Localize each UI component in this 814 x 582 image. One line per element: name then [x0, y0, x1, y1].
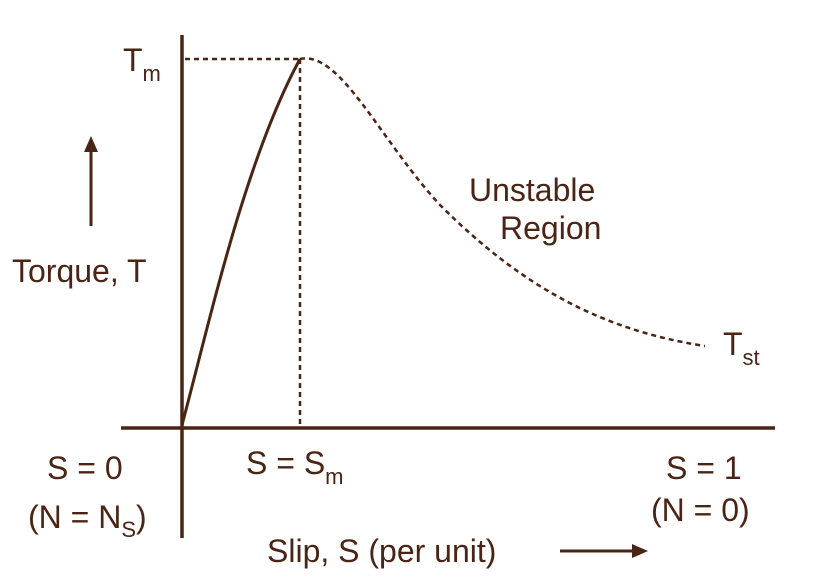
slip-max-main: S = S	[246, 445, 325, 481]
stable-curve-segment	[180, 58, 302, 426]
region-label-line1: Unstable	[469, 172, 595, 208]
slip-one-label: S = 1	[666, 450, 742, 486]
arrow-right-icon	[560, 544, 648, 558]
y-axis-label: Torque, T	[12, 253, 147, 289]
arrow-up-icon	[84, 136, 98, 226]
tstart-label: Tst	[723, 326, 760, 370]
unstable-curve-segment	[299, 57, 706, 348]
sync-speed-main: (N = N	[28, 499, 121, 535]
x-axis-label: Slip, S (per unit)	[267, 533, 496, 569]
tmax-label-sub: m	[143, 61, 161, 86]
sync-speed-end: )	[136, 499, 147, 535]
slip-zero-label: S = 0	[47, 450, 123, 486]
tmax-label-main: T	[123, 42, 143, 78]
tstart-label-sub: st	[743, 345, 760, 370]
sync-speed-sub: S	[121, 517, 136, 542]
tstart-label-main: T	[723, 326, 743, 362]
zero-speed-label: (N = 0)	[651, 492, 750, 528]
region-label-line2: Region	[500, 210, 601, 246]
sync-speed-label: (N = NS)	[28, 499, 147, 542]
tmax-label: Tm	[123, 42, 161, 86]
slip-max-label: S = Sm	[246, 445, 343, 489]
slip-max-sub: m	[325, 464, 343, 489]
